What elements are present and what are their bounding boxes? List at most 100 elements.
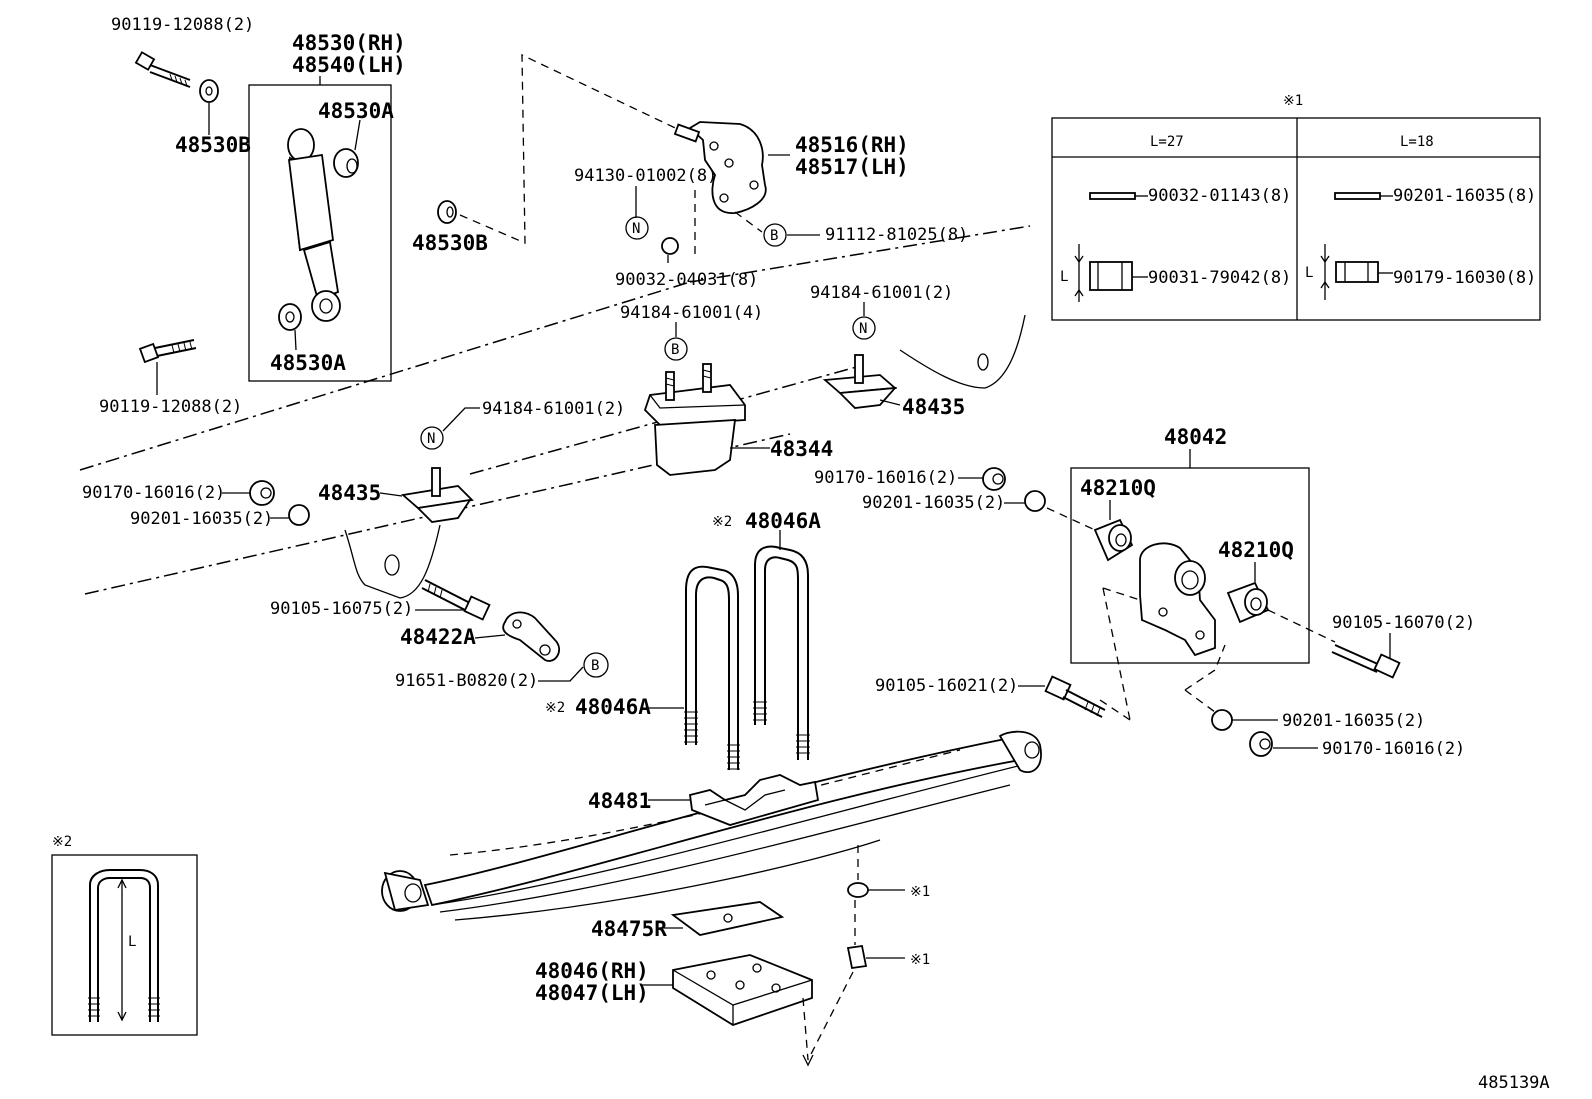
ref-mark-1-bot: ※1 <box>910 952 930 968</box>
washer-icon <box>199 79 219 103</box>
svg-text:B: B <box>770 228 778 244</box>
label-seat: 48481 <box>588 789 651 813</box>
bump-stopper-icon <box>643 363 746 476</box>
table1-col-right: L=18 <box>1400 134 1434 150</box>
label-plate-lh: 48047(LH) <box>535 981 649 1005</box>
label-ubolt-top: 48046A <box>745 509 821 533</box>
washer-icon <box>437 200 457 224</box>
nut-icon <box>249 480 275 506</box>
table1-title: ※1 <box>1283 93 1303 109</box>
label-insulator: 48475R <box>591 917 667 941</box>
n-marker-icon: N <box>625 216 649 240</box>
table1-col-left: L=27 <box>1150 134 1184 150</box>
label-washer-left2: 90201-16035(2) <box>130 509 273 529</box>
label-bracket-rh: 48516(RH) <box>795 133 909 157</box>
spacer-icon <box>1320 244 1379 300</box>
svg-text:B: B <box>591 658 599 674</box>
label-shock-rh: 48530(RH) <box>292 31 406 55</box>
label-bracket-lh: 48517(LH) <box>795 155 909 179</box>
ref-mark-2-bottom: ※2 <box>545 700 565 716</box>
table2 <box>51 854 198 1036</box>
label-bumper-right: 48435 <box>902 395 965 419</box>
n-marker-icon: N <box>420 426 444 450</box>
label-shackle-bush-left: 48210Q <box>1080 476 1156 500</box>
u-bolt-icon <box>88 869 160 1022</box>
label-washer-right-bottom: 90201-16035(2) <box>1282 711 1425 731</box>
washer-icon <box>661 237 679 255</box>
bushing-icon <box>333 148 359 178</box>
washer-icon <box>1211 709 1233 731</box>
label-nut-left: 90170-16016(2) <box>82 483 225 503</box>
b-marker-icon: B <box>664 337 688 361</box>
pin-icon <box>1334 192 1381 200</box>
bushing-icon <box>1226 581 1270 624</box>
shock-absorber-icon <box>287 128 341 322</box>
label-washer-left: 48530B <box>175 133 251 157</box>
insulator-pad-icon <box>670 901 785 936</box>
label-bolt-right: 90105-16070(2) <box>1332 613 1475 633</box>
plate-icon <box>502 611 560 662</box>
shackle-icon <box>1139 542 1216 657</box>
shock-bracket-icon <box>673 121 767 214</box>
bushing-icon <box>278 303 302 331</box>
table1-row2-right: 90179-16030(8) <box>1393 268 1536 288</box>
shock-absorber-box <box>248 84 392 382</box>
table1-row1-left: 90032-01143(8) <box>1148 186 1291 206</box>
label-shackle: 48042 <box>1164 425 1227 449</box>
label-bolt-left: 90105-16075(2) <box>270 599 413 619</box>
label-bolt-right2: 90105-16021(2) <box>875 676 1018 696</box>
table1-dim-left: L <box>1060 269 1068 285</box>
label-plate-rh: 48046(RH) <box>535 959 649 983</box>
label-bolt-top-left: 90119-12088(2) <box>111 15 254 35</box>
label-nut-right-top: 90170-16016(2) <box>814 468 957 488</box>
pin-icon <box>1089 192 1136 200</box>
label-nut-right-bottom: 90170-16016(2) <box>1322 739 1465 759</box>
label-bumper-main: 48344 <box>770 437 833 461</box>
leaf-spring-icon <box>381 730 1042 921</box>
table1-row2-left: 90031-79042(8) <box>1148 268 1291 288</box>
label-bush-upper: 48530A <box>318 99 394 123</box>
table1-row1-right: 90201-16035(8) <box>1393 186 1536 206</box>
label-shock-lh: 48540(LH) <box>292 53 406 77</box>
label-washer-right-top: 90201-16035(2) <box>862 493 1005 513</box>
label-bolt-b-left: 91651-B0820(2) <box>395 671 538 691</box>
label-bolt-b-top: 91112-81025(8) <box>825 225 968 245</box>
svg-text:N: N <box>632 221 640 237</box>
bolt-icon <box>134 51 191 88</box>
washer-icon <box>288 504 310 526</box>
spacer-icon <box>1074 244 1133 302</box>
u-bolt-icon <box>684 545 810 770</box>
label-stud-left: 94184-61001(2) <box>482 399 625 419</box>
label-ubolt-bottom: 48046A <box>575 695 651 719</box>
svg-text:N: N <box>859 321 867 337</box>
shackle-box <box>1070 467 1310 664</box>
label-washer-mid: 48530B <box>412 231 488 255</box>
label-bolt-bottom-left: 90119-12088(2) <box>99 397 242 417</box>
label-washer-top: 90032-04031(8) <box>615 270 758 290</box>
figure-id: 485139A <box>1478 1073 1550 1093</box>
svg-text:B: B <box>671 342 679 358</box>
label-plate-left: 48422A <box>400 625 476 649</box>
ref-mark-1-top: ※1 <box>910 884 930 900</box>
b-marker-icon: B <box>763 223 787 247</box>
ref-mark-2-top: ※2 <box>712 514 732 530</box>
table2-dim: L <box>128 934 136 950</box>
table1-dim-right: L <box>1305 265 1313 281</box>
bushing-icon <box>1093 518 1134 562</box>
n-marker-icon: N <box>852 316 876 340</box>
table1 <box>1051 117 1541 321</box>
label-nut-n-top: 94130-01002(8) <box>574 166 717 186</box>
table2-title: ※2 <box>52 834 72 850</box>
bolt-icon <box>1044 675 1106 718</box>
bump-stopper-icon <box>400 467 474 523</box>
washer-icon <box>1024 490 1046 512</box>
nut-icon <box>1249 731 1273 757</box>
bolt-icon <box>1331 644 1401 679</box>
label-bumper-left: 48435 <box>318 481 381 505</box>
bump-stopper-icon <box>822 354 898 409</box>
label-stud-center: 94184-61001(4) <box>620 303 763 323</box>
nut-icon <box>982 467 1006 491</box>
nut-icon <box>846 944 868 970</box>
spring-seat-icon <box>689 774 820 826</box>
